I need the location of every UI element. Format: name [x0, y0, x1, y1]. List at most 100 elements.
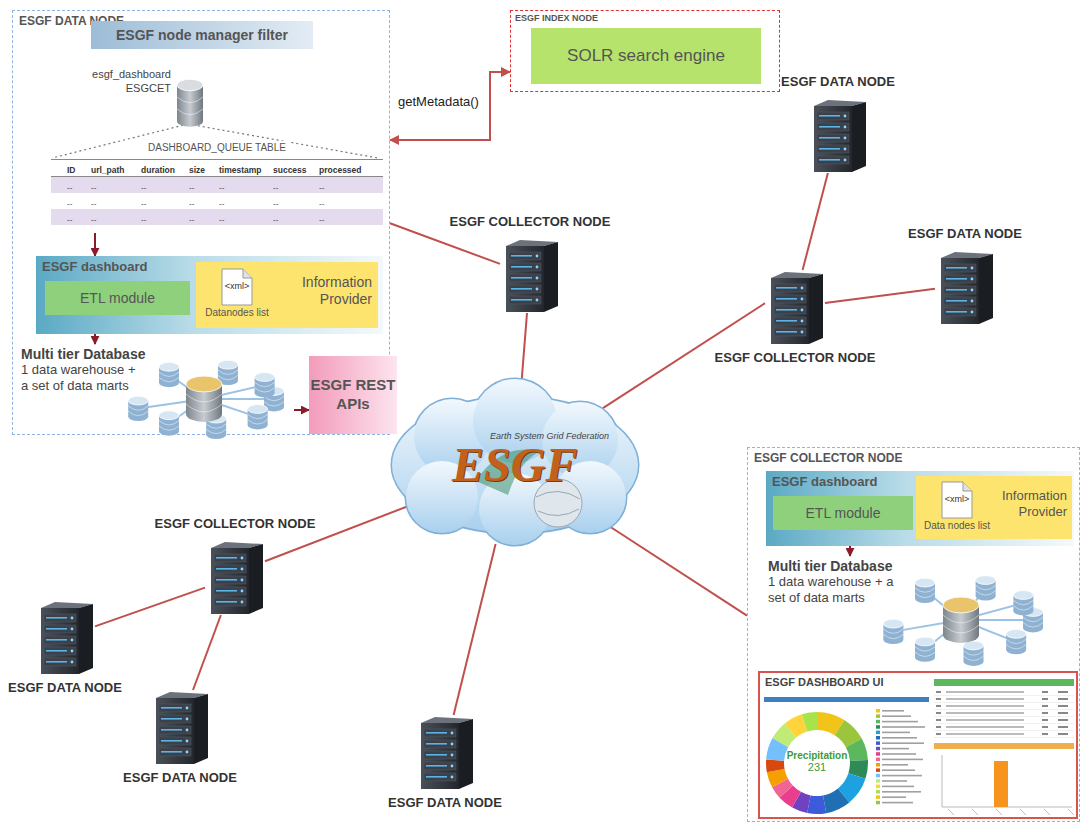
table-cell: [1042, 719, 1048, 721]
legend-line: [882, 764, 908, 766]
server-light-strip: [46, 639, 67, 641]
server-slot: [817, 134, 849, 142]
server-slot: [817, 145, 849, 153]
server-led: [971, 311, 974, 314]
cylinder-band: [206, 429, 226, 433]
legend-line: [882, 780, 907, 782]
federation-cloud: Earth System Grid FederationESGF: [390, 385, 640, 545]
legend-line: [882, 710, 904, 712]
table-cell-value: --: [141, 183, 146, 192]
server-led: [971, 267, 974, 270]
server-light-strip: [46, 617, 67, 619]
table-cell: --: [91, 176, 141, 194]
table-cell: [1042, 712, 1048, 714]
server-light-strip: [161, 729, 182, 731]
cylinder-base: [883, 635, 903, 644]
cylinder-band: [186, 404, 222, 412]
table-header-row: IDurl_pathdurationsizetimestampsuccesspr…: [51, 159, 383, 177]
table-cell: [1058, 726, 1068, 728]
server-led: [536, 255, 539, 258]
row-rule: [934, 695, 1074, 696]
server-light-strip: [946, 267, 967, 269]
table-cell-value: --: [219, 183, 224, 192]
server-led: [451, 776, 454, 779]
legend-square: [876, 779, 880, 783]
server-led: [241, 601, 244, 604]
server-light-strip: [819, 115, 840, 117]
server-light-strip: [511, 299, 532, 301]
cylinder-band: [883, 629, 903, 633]
legend-line: [882, 796, 906, 798]
server-side: [852, 102, 866, 172]
table-cell-value: --: [319, 215, 324, 224]
legend-line: [882, 715, 911, 717]
node-text: ESGF COLLECTOR NODE: [420, 214, 640, 229]
server-led: [241, 579, 244, 582]
connector-line: [454, 544, 496, 715]
table-cell: --: [189, 208, 219, 226]
cylinder-base: [255, 389, 275, 398]
server-led: [844, 126, 847, 129]
table-cell: [1058, 733, 1068, 735]
server-slot: [44, 625, 76, 633]
server-slot: [509, 296, 541, 304]
server-led: [71, 617, 74, 620]
node-text: <xml>: [200, 281, 274, 292]
server-led: [71, 639, 74, 642]
server-light-strip: [161, 718, 182, 720]
server-light-strip: [426, 732, 447, 734]
cylinder-top: [128, 396, 148, 405]
table-cell: --: [319, 192, 369, 210]
cylinder-band: [964, 656, 984, 660]
document-fold: [243, 269, 252, 278]
server-side: [249, 544, 263, 614]
node-text: ESGF DASHBOARD UI: [760, 673, 1076, 691]
table-cell-value: --: [91, 199, 96, 208]
table-cell: --: [67, 192, 91, 210]
legend-square: [876, 714, 880, 718]
server-light-strip: [776, 287, 797, 289]
table-cell: --: [67, 208, 91, 226]
legend-line: [882, 759, 923, 761]
legend-square: [876, 795, 880, 799]
cylinder-base: [248, 421, 268, 430]
chart-bar: [994, 761, 1008, 807]
database-node: esgf_dashboard ESGCET: [87, 56, 207, 132]
server-light-strip: [819, 126, 840, 128]
provider-box: Information Provider<xml>Data nodes list: [916, 476, 1072, 539]
warehouse-node: Multi tier Database1 data warehouse + a …: [766, 556, 1076, 666]
legend-square: [876, 774, 880, 778]
node-text: ETL module: [806, 505, 881, 521]
legend-line: [882, 737, 917, 739]
server-led: [844, 148, 847, 151]
table-cell: --: [141, 176, 189, 194]
server-slot: [159, 748, 191, 756]
cylinder-band: [128, 406, 148, 410]
server-slot: [159, 726, 191, 734]
server-slot: [214, 565, 246, 573]
table-cell: url_path: [91, 159, 141, 177]
server-slot: [159, 737, 191, 745]
cylinder-top: [1013, 591, 1033, 600]
cylinder-top: [255, 373, 275, 382]
cylinder-base: [915, 594, 935, 603]
cylinder-base: [1023, 624, 1043, 633]
cylinder-top: [218, 360, 238, 369]
cylinder-band: [1023, 617, 1043, 621]
server-led: [241, 557, 244, 560]
legend-line: [882, 791, 921, 793]
node-text: ESGF INDEX NODE: [511, 11, 779, 25]
table-cell: --: [273, 192, 319, 210]
server-light-strip: [946, 311, 967, 313]
server-light-strip: [776, 298, 797, 300]
database-icon: [175, 78, 205, 128]
server-node: ESGF DATA NODE: [808, 98, 868, 173]
server-light-strip: [776, 320, 797, 322]
server-side: [544, 242, 558, 312]
server-led: [971, 300, 974, 303]
table-row: --------------: [51, 177, 383, 193]
server-light-strip: [511, 255, 532, 257]
cylinder-band: [943, 625, 979, 633]
legend-square: [876, 731, 880, 735]
legend-square: [876, 741, 880, 745]
